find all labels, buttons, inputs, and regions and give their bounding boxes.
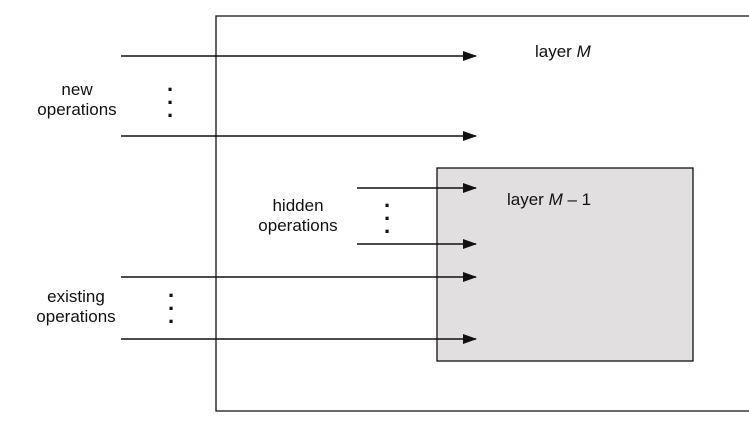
layer-m-minus-1-label: layer M – 1 [507, 190, 591, 210]
layer-m-var: M [576, 42, 591, 61]
layer-m1-prefix: layer [507, 190, 549, 209]
new-ops-line1: new [61, 80, 93, 99]
hidden-ops-line2: operations [258, 216, 338, 235]
layer-m1-suffix: – 1 [562, 190, 592, 209]
new-operations-ellipsis: ... [166, 71, 174, 122]
hidden-operations-label: hidden operations [238, 196, 358, 236]
layer-m-prefix: layer [535, 42, 577, 61]
hidden-operations-ellipsis: ... [383, 187, 391, 238]
layer-m1-var: M [548, 190, 563, 209]
existing-operations-ellipsis: ... [167, 277, 175, 328]
hidden-ops-line1: hidden [272, 196, 324, 215]
new-ops-line2: operations [37, 100, 117, 119]
existing-operations-label: existing operations [16, 287, 136, 327]
layer-m-label: layer M [535, 42, 591, 62]
existing-ops-line2: operations [36, 307, 116, 326]
existing-ops-line1: existing [47, 287, 105, 306]
layer-m-minus-1-box [436, 167, 694, 362]
new-operations-label: new operations [22, 80, 132, 120]
